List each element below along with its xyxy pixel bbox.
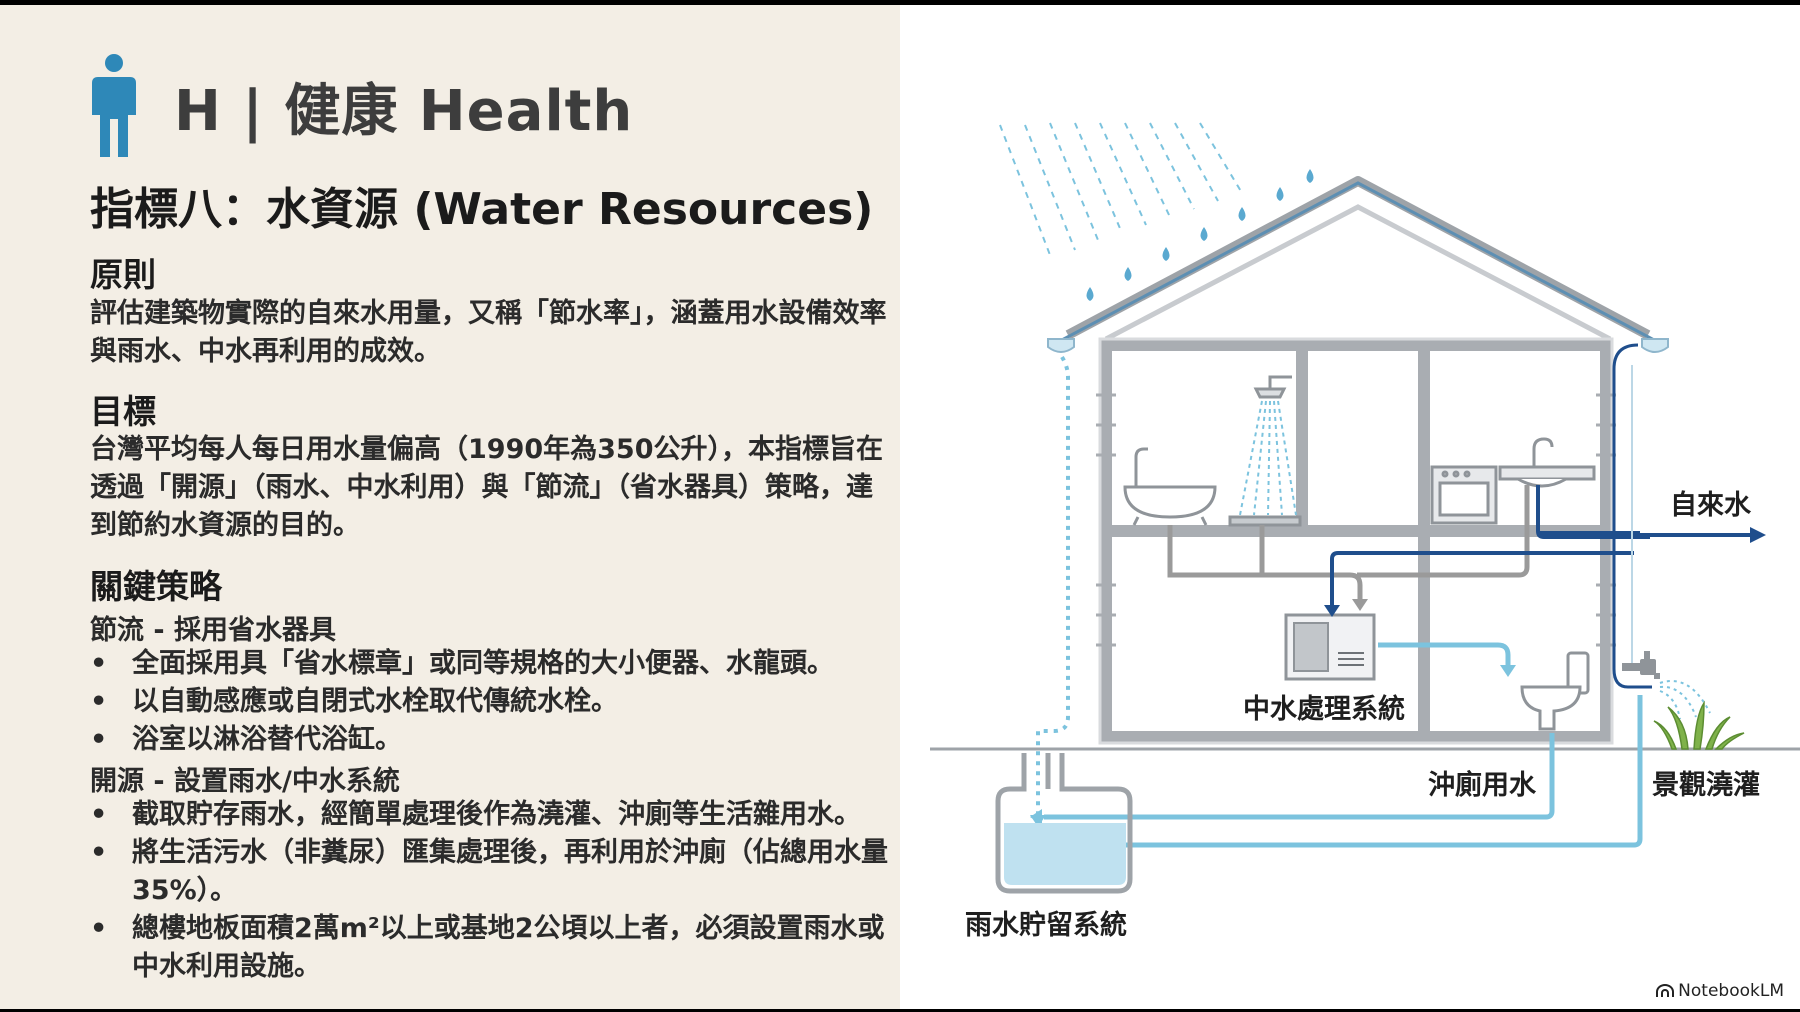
house-illustration: [930, 122, 1800, 894]
section-header: H | 健康 Health: [88, 51, 633, 161]
strategy-bullet: •全面採用具「省水標章」或同等規格的大小便器、水龍頭。: [90, 648, 834, 679]
bathtub-icon: [1123, 447, 1217, 526]
house-walls: [1100, 339, 1612, 743]
plant-icon: [1653, 700, 1745, 750]
label-tap-water: 自來水: [1670, 490, 1751, 521]
shower-icon: [1228, 375, 1302, 527]
outdoor-faucet-icon: [1622, 651, 1660, 679]
section-title: H | 健康 Health: [174, 78, 634, 144]
greywater-treatment-icon: [1284, 613, 1376, 681]
slide: H | 健康 Health 指標八：水資源 (Water Resources) …: [0, 5, 1800, 1009]
principle-heading: 原則: [90, 255, 156, 294]
strategy-bullet: •將生活污水（非糞尿）匯集處理後，再利用於沖廁（佔總用水量35%）。: [90, 837, 888, 906]
person-icon: [92, 54, 136, 157]
oven-icon: [1430, 465, 1498, 525]
label-landscape-irrigation: 景觀澆灌: [1652, 770, 1760, 801]
rainwater-tank-icon: [995, 753, 1133, 894]
gutter-icon: [1641, 338, 1669, 353]
goal-heading: 目標: [90, 392, 156, 431]
strategy-bullet: •截取貯存雨水，經簡單處理後作為澆灌、沖廁等生活雜用水。: [90, 799, 861, 830]
tap-water-arrow-icon: [1750, 527, 1766, 543]
strategy-bullet: •浴室以淋浴替代浴缸。: [90, 724, 402, 755]
greywater-pipe: [1167, 485, 1530, 599]
irrigation-spray: [1659, 680, 1711, 720]
toilet-icon: [1520, 651, 1590, 731]
label-rainwater-storage: 雨水貯留系統: [965, 910, 1127, 941]
greywater-reuse-pipe: [1378, 642, 1511, 665]
rainwater-supply-pipe: [1044, 695, 1643, 848]
label-toilet-flush: 沖廁用水: [1428, 770, 1536, 801]
strategy-bullet: •總樓地板面積2萬m²以上或基地2公頃以上者，必須設置雨水或中水利用設施。: [90, 913, 885, 982]
brand-name: NotebookLM: [1678, 981, 1784, 1001]
left-panel: H | 健康 Health 指標八：水資源 (Water Resources) …: [0, 5, 900, 1009]
strategy-heading: 關鍵策略: [90, 567, 222, 606]
goal-text: 台灣平均每人每日用水量偏高（1990年為350公升），本指標旨在透過「開源」（雨…: [90, 434, 884, 541]
gutter-icon: [1047, 338, 1075, 353]
rain-downpipe: [1036, 355, 1070, 823]
strategy-group-title: 開源 - 設置雨水/中水系統: [90, 766, 400, 797]
raindrop-icon: [1086, 169, 1314, 301]
strategy-group-title: 節流 - 採用省水器具: [90, 615, 337, 646]
roof-edge: [1059, 181, 1657, 343]
water-system-diagram: 自來水 中水處理系統 沖廁用水 景觀澆灌 雨水貯留系統: [900, 5, 1800, 1009]
roof: [1065, 176, 1651, 340]
notebooklm-logo-icon: [1656, 984, 1675, 997]
label-greywater-system: 中水處理系統: [1243, 694, 1405, 725]
sink-icon: [1498, 437, 1596, 488]
branding: NotebookLM: [1656, 981, 1784, 1001]
principle-text: 評估建築物實際的自來水用量，又稱「節水率」，涵蓋用水設備效率與雨水、中水再利用的…: [90, 298, 887, 367]
strategy-bullet: •以自動感應或自閉式水栓取代傳統水栓。: [90, 686, 618, 717]
indicator-title: 指標八：水資源 (Water Resources): [90, 184, 874, 235]
downpipe: [1612, 343, 1652, 689]
tap-water-pipe: [1330, 485, 1750, 605]
rain-icon: [999, 122, 1243, 256]
